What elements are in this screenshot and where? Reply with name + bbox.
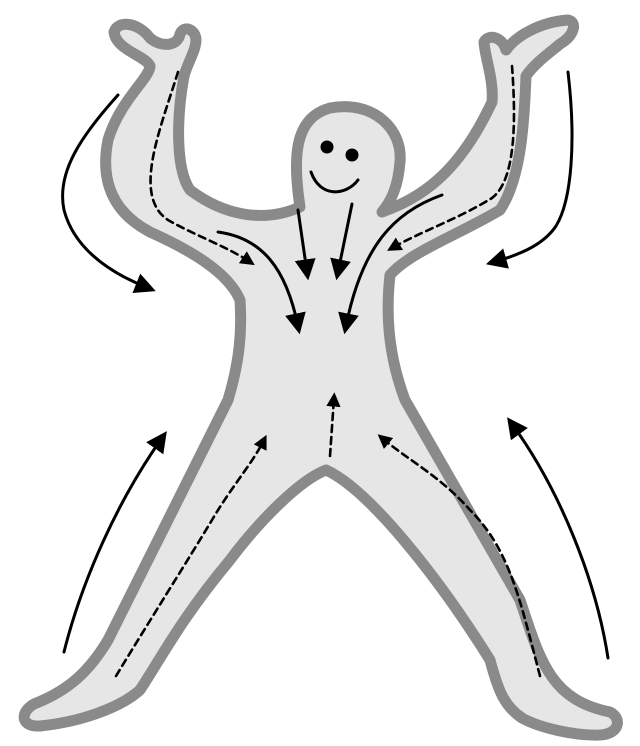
right-eye bbox=[346, 149, 359, 162]
left-eye bbox=[321, 141, 334, 154]
